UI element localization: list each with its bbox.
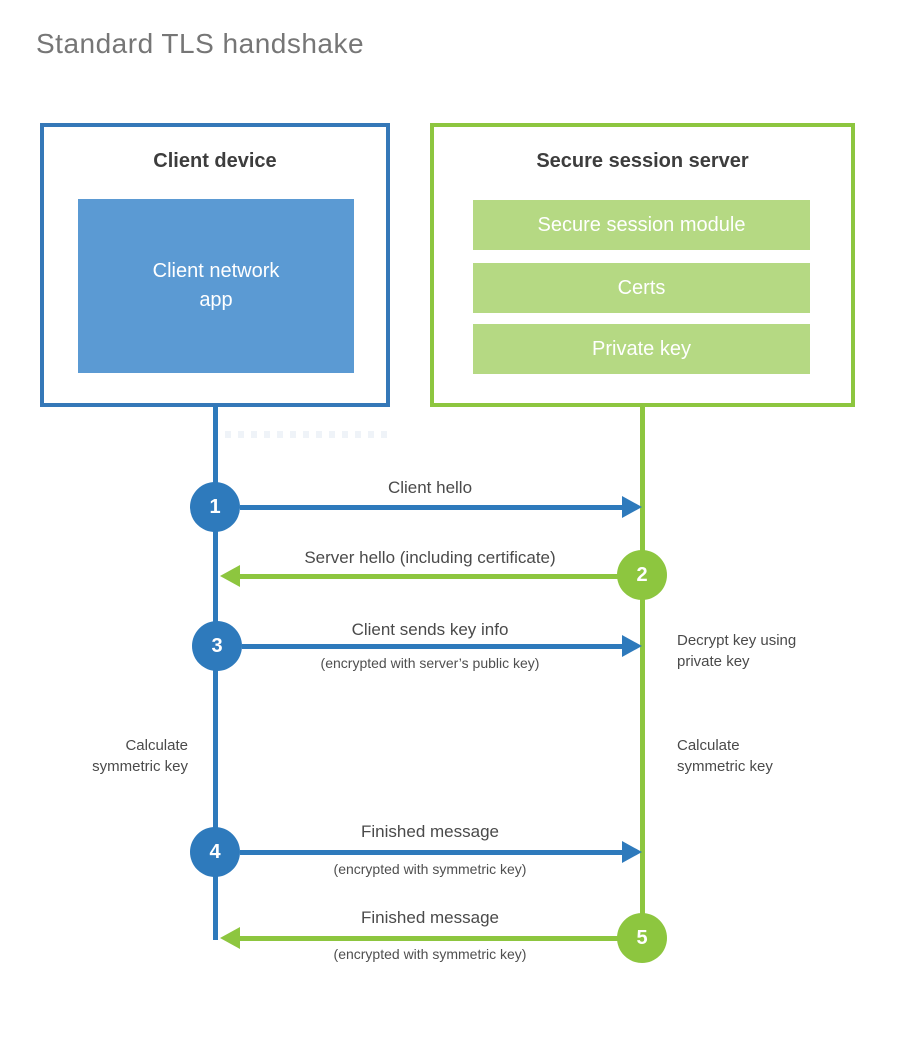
step-1-label: Client hello xyxy=(387,478,473,497)
server-title: Secure session server xyxy=(536,150,749,172)
client-lifeline xyxy=(213,406,218,940)
step-5-circle: 5 xyxy=(617,913,667,963)
step-1-arrowhead-right xyxy=(622,496,642,518)
step-3-arrowhead-right xyxy=(622,635,642,657)
client-device-box: Client device Client network app xyxy=(40,123,390,407)
note-decrypt-key: Decrypt key using private key xyxy=(677,632,797,670)
step-4-sublabel: (encrypted with symmetric key) xyxy=(333,861,527,877)
step-3-circle: 3 xyxy=(192,621,242,671)
step-4-label: Finished message xyxy=(361,822,499,841)
step-5-arrowhead-left xyxy=(220,927,240,949)
faint-dashed-artifact xyxy=(225,431,387,438)
note-calculate-symmetric-key-left: Calculate symmetric key xyxy=(92,737,188,775)
step-4-arrowhead-right xyxy=(622,841,642,863)
server-lifeline xyxy=(640,406,645,938)
server-module-certs: Certs xyxy=(473,263,810,313)
step-5-sublabel: (encrypted with symmetric key) xyxy=(333,946,527,962)
step-4-circle: 4 xyxy=(190,827,240,877)
server-box: Secure session server Secure session mod… xyxy=(430,123,855,407)
step-1-circle: 1 xyxy=(190,482,240,532)
step-1-arrow-shaft xyxy=(240,505,622,510)
step-2-arrow-shaft xyxy=(240,574,618,579)
step-5-arrow-shaft xyxy=(240,936,618,941)
server-module-secure-session: Secure session module xyxy=(473,200,810,250)
step-2-label: Server hello (including certificate) xyxy=(304,548,556,567)
step-4-arrow-shaft xyxy=(240,850,622,855)
step-3-label: Client sends key info xyxy=(351,620,509,639)
client-network-app-module: Client network app xyxy=(78,199,354,373)
step-5-label: Finished message xyxy=(361,908,499,927)
server-module-private-key: Private key xyxy=(473,324,810,374)
client-device-title: Client device xyxy=(153,150,277,172)
step-3-sublabel: (encrypted with server’s public key) xyxy=(320,655,540,671)
step-3-arrow-shaft xyxy=(242,644,622,649)
step-2-arrowhead-left xyxy=(220,565,240,587)
step-2-circle: 2 xyxy=(617,550,667,600)
note-calculate-symmetric-key-right: Calculate symmetric key xyxy=(677,737,773,775)
page-title: Standard TLS handshake xyxy=(36,28,365,59)
